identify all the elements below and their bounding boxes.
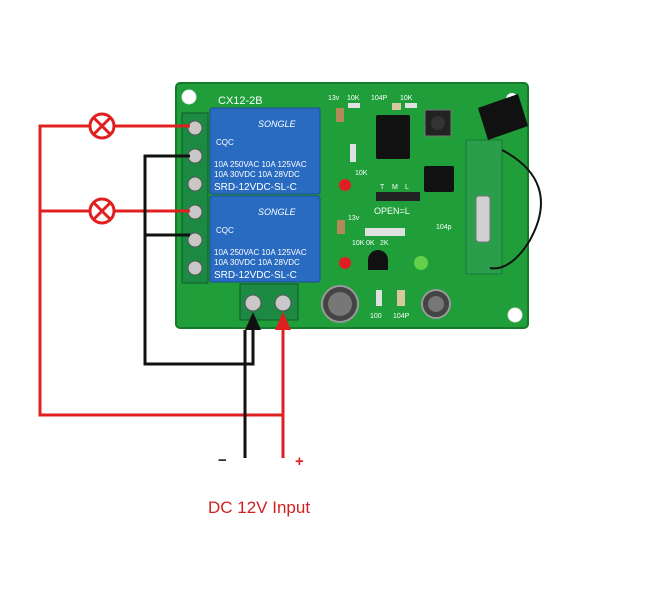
relay-1: SONGLE CQC 10A 250VAC 10A 125VAC 10A 30V… [209,107,321,195]
board-model-label: CX12-2B [218,95,263,107]
label-13v-a: 13v [328,95,340,102]
relay-2-rating-1: 10A 250VAC 10A 125VAC [214,248,307,257]
label-104p-b: 104p [436,224,452,231]
resistor-row [365,228,405,236]
power-screw-minus [244,294,262,312]
led-red-1 [339,179,351,191]
terminal-screws [187,120,203,276]
relay-2-brand: SONGLE [258,207,297,217]
label-open-l: OPEN=L [374,206,410,216]
relay-1-brand: SONGLE [258,119,297,129]
relay-1-model: SRD-12VDC-SL-C [214,182,297,193]
label-jumper-l: L [405,184,409,191]
ic-chip-1 [376,115,410,159]
label-2k: 2K [380,240,389,247]
resistor-3 [350,144,356,162]
relay-2: SONGLE CQC 10A 250VAC 10A 125VAC 10A 30V… [209,195,321,283]
label-10k-a: 10K [347,95,360,102]
terminal-block [181,112,209,284]
led-red-2 [339,257,351,269]
relay-1-mark: CQC [216,138,234,147]
capacitor-small [392,103,401,110]
relay-1-rating-1: 10A 250VAC 10A 125VAC [214,160,307,169]
label-jumper-t: T [380,184,385,191]
lamp-icon [88,197,116,225]
minus-sign: − [218,452,227,469]
label-104p-c: 104P [393,313,410,320]
power-input-caption: DC 12V Input [208,498,311,517]
board-labels: 13v 10K 104P 10K 10K T M L OPEN=L 104p 1… [328,95,452,320]
relay-2-model: SRD-12VDC-SL-C [214,270,297,281]
relay-2-mark: CQC [216,226,234,235]
relay-1-rating-2: 10A 30VDC 10A 28VDC [214,170,300,179]
relay-2-rating-2: 10A 30VDC 10A 28VDC [214,258,300,267]
power-screw-plus [274,294,292,312]
antenna-wire [489,149,542,270]
jumper-header [376,192,420,201]
mount-hole [181,89,197,105]
black-arrow [245,312,261,330]
red-arrow [275,312,291,330]
label-104p-a: 104P [371,95,388,102]
led-green [414,256,428,270]
resistor-1 [348,103,360,108]
capacitor-2 [397,290,405,306]
resistor-2 [405,103,417,108]
diode-1 [336,108,344,122]
diode-2 [337,220,345,234]
label-13v-b: 13v [348,215,360,222]
lamp-icon [88,112,116,140]
label-10k-c: 10K [355,170,368,177]
crystal [475,195,491,243]
antenna-coil [478,94,528,140]
label-jumper-m: M [392,184,398,191]
label-10k-b: 10K [400,95,413,102]
mount-hole [507,307,523,323]
ic-chip-2 [424,166,454,192]
transistor [368,250,388,270]
resistor-4 [376,290,382,306]
plus-sign: + [295,453,304,470]
label-10k-d: 10K [352,240,365,247]
label-100: 100 [370,313,382,320]
label-0k: 0K [366,240,375,247]
black-wiring [143,154,255,366]
